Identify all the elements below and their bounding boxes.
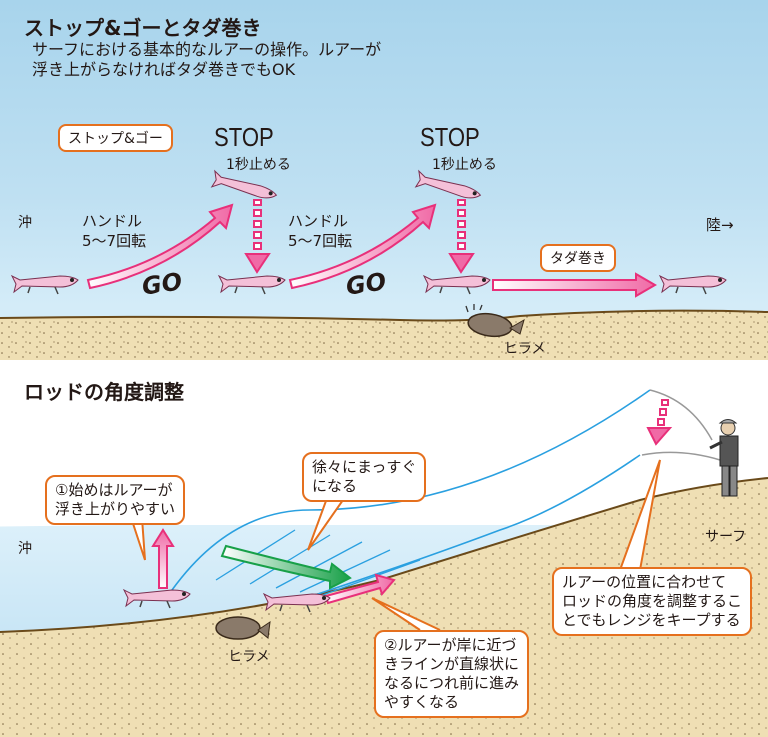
handle-line-1-a: ハンドル <box>82 212 143 230</box>
callout-lure-rises: ①始めはルアーが 浮き上がりやすい <box>45 475 186 525</box>
callout-adjust-rod-line-2: ロッドの角度を調整するこ <box>562 592 743 610</box>
callout-gradually-straight: 徐々にまっすぐ になる <box>302 452 427 502</box>
sand-seabed <box>0 310 768 360</box>
callout-approach-shore-line-1: ②ルアーが岸に近づ <box>384 636 517 654</box>
stop-note-2: 1秒止める <box>432 157 497 173</box>
handle-line-1-b: ハンドル <box>288 212 349 230</box>
lure-icon <box>262 592 331 613</box>
stop-label-2: STOP <box>420 122 480 152</box>
line-hatching <box>215 529 421 597</box>
offshore-label: 沖 <box>18 215 32 231</box>
lure-icon <box>414 169 482 199</box>
pink-forward-arrow <box>324 573 396 605</box>
stop-and-go-illustration <box>0 169 768 360</box>
steady-retrieve-arrow <box>492 272 657 298</box>
section-description-line-2: 浮き上がらなければタダ巻きでもOK <box>32 60 296 79</box>
callout-approach-shore-line-4: やすくなる <box>384 693 460 711</box>
stop-drop-arrow-2 <box>448 199 475 274</box>
surf-label: サーフ <box>705 529 747 545</box>
land-label: 陸→ <box>706 216 734 234</box>
flounder-icon <box>215 616 271 640</box>
lure-icon <box>217 274 286 295</box>
lure-icon <box>122 588 191 609</box>
flounder-label-2: ヒラメ <box>228 649 270 665</box>
callout-gradually-straight-line-1: 徐々にまっすぐ <box>312 458 417 476</box>
callout-adjust-rod-line-3: とでもレンジをキープする <box>562 611 741 629</box>
steady-retrieve-tag: タダ巻き <box>540 244 616 272</box>
callout-adjust-rod: ルアーの位置に合わせて ロッドの角度を調整するこ とでもレンジをキープする <box>552 567 753 636</box>
callout-approach-shore: ②ルアーが岸に近づ きラインが直線状に なるにつれ前に進み やすくなる <box>374 630 530 718</box>
callout-approach-shore-line-3: なるにつれ前に進み <box>384 674 520 692</box>
offshore-label-2: 沖 <box>18 541 32 557</box>
stop-and-go-panel: ストップ&ゴーとタダ巻き サーフにおける基本的なルアーの操作。ルアーが 浮き上が… <box>0 0 768 360</box>
callout-lure-rises-line-1: ①始めはルアーが <box>55 481 173 499</box>
rod-angle-panel: ロッドの角度調整 ①始めはルアーが 浮き上がりやすい 徐々にまっすぐ になる ②… <box>0 360 768 737</box>
rod-raised <box>649 389 713 441</box>
fishing-line-curve-1 <box>171 389 651 591</box>
angler-icon <box>709 419 739 497</box>
seabed-line <box>0 309 768 322</box>
flounder-icon <box>465 304 525 338</box>
rod-lowered <box>641 451 721 461</box>
section-title-stop-and-go: ストップ&ゴーとタダ巻き <box>24 16 262 40</box>
stop-drop-arrow-1 <box>244 199 271 274</box>
flounder-label-1: ヒラメ <box>504 341 546 357</box>
green-forward-arrow <box>220 544 352 590</box>
lure-icon <box>422 274 491 295</box>
handle-line-2-b: 5〜7回転 <box>288 232 353 250</box>
callout-gradually-straight-line-2: になる <box>312 477 358 495</box>
fishing-line-curve-2 <box>311 454 641 597</box>
lure-icon <box>658 274 727 295</box>
section-description-line-1: サーフにおける基本的なルアーの操作。ルアーが <box>32 40 382 59</box>
callout-lure-rises-line-2: 浮き上がりやすい <box>55 500 176 518</box>
go-arrow-1 <box>86 203 234 290</box>
sand-slope <box>0 478 768 737</box>
stop-note-1: 1秒止める <box>226 157 291 173</box>
section-title-rod-angle: ロッドの角度調整 <box>24 380 184 404</box>
handle-line-2-a: 5〜7回転 <box>82 232 147 250</box>
pink-up-arrow <box>151 528 175 589</box>
stop-label-1: STOP <box>214 122 274 152</box>
stop-and-go-tag: ストップ&ゴー <box>58 124 173 152</box>
go-label-1: GO <box>140 267 184 301</box>
go-label-2: GO <box>344 267 388 301</box>
lure-icon <box>210 169 278 199</box>
rod-angle-arrow <box>646 399 673 446</box>
go-arrow-2 <box>288 203 437 290</box>
lure-icon <box>10 274 79 295</box>
callout-approach-shore-line-2: きラインが直線状に <box>384 655 520 673</box>
seabed-line <box>0 477 768 633</box>
callout-adjust-rod-line-1: ルアーの位置に合わせて <box>562 573 727 591</box>
